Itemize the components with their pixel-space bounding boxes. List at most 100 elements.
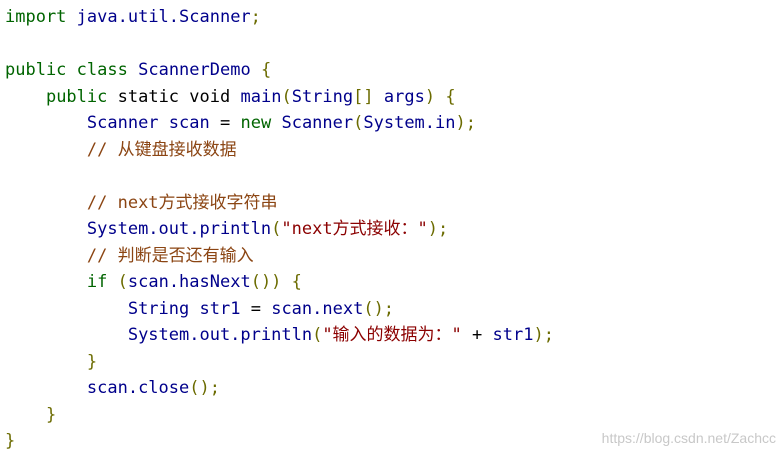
code-token bbox=[271, 113, 281, 133]
code-token bbox=[107, 272, 117, 292]
code-token: java.util.Scanner bbox=[76, 7, 251, 27]
code-line-9: System.out.println("next方式接收："); bbox=[5, 216, 554, 243]
code-token: class bbox=[76, 60, 128, 80]
code-token bbox=[66, 60, 76, 80]
code-line-14: } bbox=[5, 349, 554, 376]
code-token bbox=[5, 140, 87, 160]
code-token bbox=[107, 87, 117, 107]
code-token: main bbox=[240, 86, 282, 107]
code-token: str1 bbox=[492, 325, 534, 345]
code-token bbox=[66, 7, 76, 27]
code-token: } bbox=[5, 431, 16, 451]
code-token bbox=[374, 87, 384, 107]
code-line-1: import java.util.Scanner; bbox=[5, 4, 554, 31]
code-token: (); bbox=[189, 378, 220, 398]
code-token: scan.close bbox=[86, 378, 190, 398]
code-token bbox=[261, 299, 271, 319]
code-token bbox=[5, 272, 87, 292]
code-line-15: scan.close(); bbox=[5, 375, 554, 402]
code-token bbox=[5, 87, 46, 107]
code-token: { bbox=[260, 60, 272, 80]
code-token bbox=[482, 325, 492, 345]
code-token: = bbox=[220, 113, 231, 133]
code-token: ( bbox=[281, 86, 292, 107]
code-token: ( bbox=[271, 219, 282, 239]
code-token bbox=[210, 113, 220, 133]
code-token: ); bbox=[533, 325, 554, 345]
code-editor: import java.util.Scanner; public class S… bbox=[5, 4, 554, 455]
code-token bbox=[5, 325, 128, 345]
code-line-7 bbox=[5, 163, 554, 190]
code-token: System.in bbox=[363, 113, 456, 133]
code-token: String bbox=[127, 298, 190, 319]
code-token: (); bbox=[363, 298, 395, 319]
code-token: // 从键盘接收数据 bbox=[86, 139, 237, 160]
code-token: System.out.println bbox=[127, 325, 313, 345]
code-token: if bbox=[86, 272, 108, 292]
code-line-2 bbox=[5, 31, 554, 58]
code-token bbox=[5, 405, 46, 425]
code-token: str1 bbox=[199, 298, 241, 319]
code-token: + bbox=[472, 325, 483, 345]
code-token: import bbox=[5, 7, 67, 27]
code-token: void bbox=[189, 86, 231, 107]
code-token: Scanner bbox=[86, 113, 159, 133]
code-line-4: public static void main(String[] args) { bbox=[5, 84, 554, 111]
code-token: ; bbox=[250, 7, 261, 27]
code-token: scan.next bbox=[271, 298, 364, 319]
code-token bbox=[251, 60, 261, 80]
code-token bbox=[179, 87, 189, 107]
code-token: [] bbox=[353, 86, 374, 107]
code-token: new bbox=[240, 113, 272, 133]
code-token bbox=[5, 193, 87, 213]
code-token: ); bbox=[455, 113, 476, 133]
code-line-3: public class ScannerDemo { bbox=[5, 57, 554, 84]
code-token bbox=[159, 113, 169, 133]
code-token: } bbox=[45, 404, 57, 425]
code-token: ) bbox=[424, 86, 436, 107]
code-token: ( bbox=[312, 325, 323, 345]
code-line-17: } bbox=[5, 428, 554, 455]
code-line-11: if (scan.hasNext()) { bbox=[5, 269, 554, 296]
code-token: // 判断是否还有输入 bbox=[86, 245, 254, 266]
code-token bbox=[435, 87, 445, 107]
code-token: public bbox=[45, 86, 108, 107]
code-token: scan.hasNext bbox=[127, 272, 251, 292]
code-token: { bbox=[291, 272, 302, 292]
code-token: = bbox=[250, 298, 261, 319]
code-token bbox=[462, 325, 472, 345]
code-token: } bbox=[86, 351, 98, 372]
code-token: scan bbox=[168, 113, 210, 133]
code-token bbox=[5, 378, 87, 398]
code-line-6: // 从键盘接收数据 bbox=[5, 137, 554, 164]
code-token: ScannerDemo bbox=[138, 60, 251, 80]
code-token bbox=[5, 299, 128, 319]
code-token: { bbox=[445, 86, 456, 107]
code-token: // next方式接收字符串 bbox=[86, 192, 278, 213]
code-line-5: Scanner scan = new Scanner(System.in); bbox=[5, 110, 554, 137]
code-token bbox=[5, 219, 87, 239]
code-token: Scanner bbox=[281, 113, 354, 133]
code-line-16: } bbox=[5, 402, 554, 429]
code-token: ( bbox=[117, 272, 128, 292]
code-token: ()) bbox=[250, 272, 282, 292]
code-token bbox=[5, 352, 87, 372]
code-token bbox=[128, 60, 138, 80]
code-token: "输入的数据为：" bbox=[322, 325, 462, 345]
code-token bbox=[230, 113, 240, 133]
code-token: static bbox=[117, 86, 180, 107]
code-token bbox=[230, 87, 240, 107]
code-token: System.out.println bbox=[86, 219, 272, 239]
code-token: args bbox=[383, 86, 425, 107]
code-line-8: // next方式接收字符串 bbox=[5, 190, 554, 217]
code-token: ); bbox=[427, 219, 449, 239]
code-token bbox=[189, 299, 199, 319]
code-line-13: System.out.println("输入的数据为：" + str1); bbox=[5, 322, 554, 349]
code-token bbox=[5, 113, 87, 133]
code-token bbox=[281, 272, 291, 292]
code-token: "next方式接收：" bbox=[281, 219, 428, 239]
code-token: ( bbox=[353, 113, 364, 133]
code-token bbox=[240, 299, 250, 319]
code-line-10: // 判断是否还有输入 bbox=[5, 243, 554, 270]
code-token bbox=[5, 246, 87, 266]
